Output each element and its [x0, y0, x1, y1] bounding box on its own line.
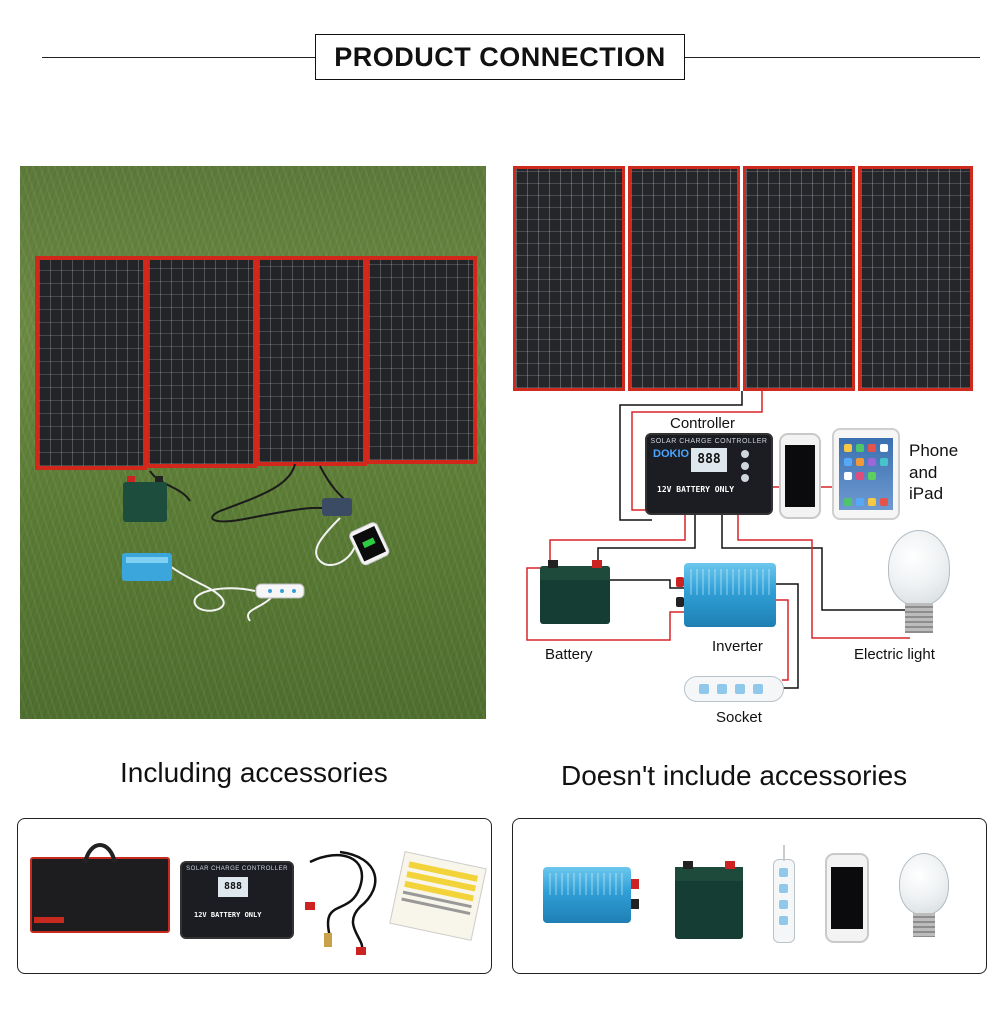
electric-light-label: Electric light — [854, 646, 935, 663]
photo-solar-panel-2 — [145, 256, 257, 468]
header-line-right — [685, 57, 980, 58]
product-photo — [20, 166, 486, 719]
power-strip-cord — [783, 845, 785, 861]
charge-controller: SOLAR CHARGE CONTROLLER DOKIO 888 12V BA… — [645, 433, 773, 515]
phone-device — [779, 433, 821, 519]
battery-device — [540, 560, 610, 624]
photo-solar-panel-4 — [365, 256, 477, 464]
photo-devices — [122, 463, 390, 622]
light-bulb-device — [888, 530, 950, 606]
diagram-solar-panel-2 — [628, 166, 740, 391]
controller-display: 888 — [691, 448, 727, 472]
controller-buttons — [737, 449, 763, 483]
diagram-solar-panel-4 — [858, 166, 973, 391]
light-bulb-icon — [899, 853, 949, 915]
not-included-accessories-heading: Doesn't include accessories — [561, 760, 908, 791]
manual-icon — [389, 851, 487, 941]
battery-icon — [675, 861, 743, 939]
controller-brand: DOKIO — [653, 448, 690, 460]
ipad-device — [832, 428, 900, 520]
photo-solar-panel-3 — [255, 256, 367, 466]
diagram-solar-panel-3 — [743, 166, 855, 391]
controller-label: Controller — [670, 415, 736, 432]
phone-label-line1: Phone — [909, 441, 959, 460]
cables-icon — [305, 850, 377, 955]
controller-battery-text: 12V BATTERY ONLY — [657, 485, 735, 494]
socket-label: Socket — [716, 709, 762, 726]
power-strip-icon — [773, 859, 795, 943]
inverter-icon — [543, 867, 639, 923]
page-title: PRODUCT CONNECTION — [315, 34, 685, 80]
controller-title: SOLAR CHARGE CONTROLLER — [650, 438, 768, 445]
socket-device — [684, 676, 784, 702]
phone-label-line3: iPad — [909, 484, 944, 503]
header-line-left — [42, 57, 315, 58]
inverter-device — [676, 563, 776, 627]
inverter-label: Inverter — [712, 638, 763, 655]
battery-label: Battery — [545, 646, 593, 663]
included-accessories-box: SOLAR CHARGE CONTROLLER 888 12V BATTERY … — [17, 818, 492, 974]
including-accessories-heading: Including accessories — [120, 757, 388, 788]
phone-label-line2: and — [909, 463, 938, 482]
photo-solar-panel-1 — [35, 256, 147, 470]
diagram-solar-panel-1 — [513, 166, 625, 391]
carry-bag-icon — [30, 843, 170, 933]
charge-controller-icon: SOLAR CHARGE CONTROLLER 888 12V BATTERY … — [180, 861, 294, 939]
not-included-accessories-box — [512, 818, 987, 974]
light-bulb-icon-base — [913, 913, 935, 937]
phone-icon — [825, 853, 869, 943]
light-bulb-base — [905, 603, 933, 633]
